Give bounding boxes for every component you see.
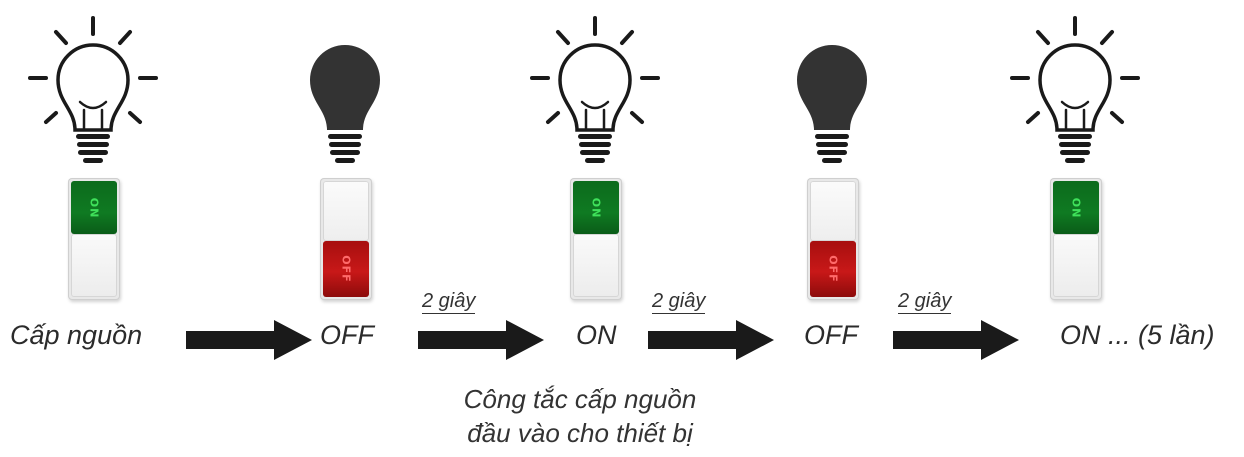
- arrow-right-icon: [186, 320, 312, 360]
- delay-label-2: 2 giây: [652, 290, 706, 314]
- toggle-switch-on: ON: [1050, 178, 1102, 300]
- stage-2: OFF: [270, 0, 420, 310]
- toggle-switch-on: ON: [68, 178, 120, 300]
- arrow-right-icon: [893, 320, 1019, 360]
- label-off-2: OFF: [804, 320, 858, 350]
- switch-on-zone: ON: [573, 181, 619, 234]
- switch-off-zone: OFF: [323, 241, 369, 297]
- delay-label-3: 2 giây: [898, 290, 952, 314]
- switch-rocker-white: [810, 181, 856, 241]
- label-on-repeat: ON ... (5 lần): [1060, 320, 1215, 350]
- toggle-switch-off: OFF: [320, 178, 372, 300]
- lit-bulb-icon: [1010, 16, 1140, 163]
- stage-4: OFF: [757, 0, 907, 310]
- switch-on-text: ON: [87, 197, 101, 218]
- caption-line-1: Công tắc cấp nguồn: [463, 384, 697, 414]
- switch-on-zone: ON: [1053, 181, 1099, 234]
- label-power-on: Cấp nguồn: [10, 320, 143, 350]
- switch-rocker-white: [71, 234, 117, 297]
- switch-on-text: ON: [589, 197, 603, 218]
- label-on-1: ON: [576, 320, 617, 350]
- switch-on-text: ON: [1069, 197, 1083, 218]
- switch-off-text: OFF: [826, 255, 840, 283]
- lit-bulb-icon: [530, 16, 660, 163]
- caption-line-2: đầu vào cho thiết bị: [467, 418, 693, 448]
- arrow-right-icon: [648, 320, 774, 360]
- switch-rocker-white: [573, 234, 619, 297]
- stage-5: ON: [1000, 0, 1150, 310]
- stage-3: ON: [520, 0, 670, 310]
- diagram-caption: Công tắc cấp nguồn đầu vào cho thiết bị: [380, 382, 780, 450]
- unlit-bulb-icon: [797, 44, 867, 163]
- switch-off-zone: OFF: [810, 241, 856, 297]
- switch-off-text: OFF: [339, 255, 353, 283]
- toggle-switch-off: OFF: [807, 178, 859, 300]
- switch-rocker-white: [323, 181, 369, 241]
- arrow-right-icon: [418, 320, 544, 360]
- delay-label-1: 2 giây: [422, 290, 476, 314]
- label-off-1: OFF: [320, 320, 374, 350]
- toggle-switch-on: ON: [570, 178, 622, 300]
- lit-bulb-icon: [28, 16, 158, 163]
- unlit-bulb-icon: [310, 44, 380, 163]
- stage-1: ON: [18, 0, 168, 310]
- switch-rocker-white: [1053, 234, 1099, 297]
- switch-on-zone: ON: [71, 181, 117, 234]
